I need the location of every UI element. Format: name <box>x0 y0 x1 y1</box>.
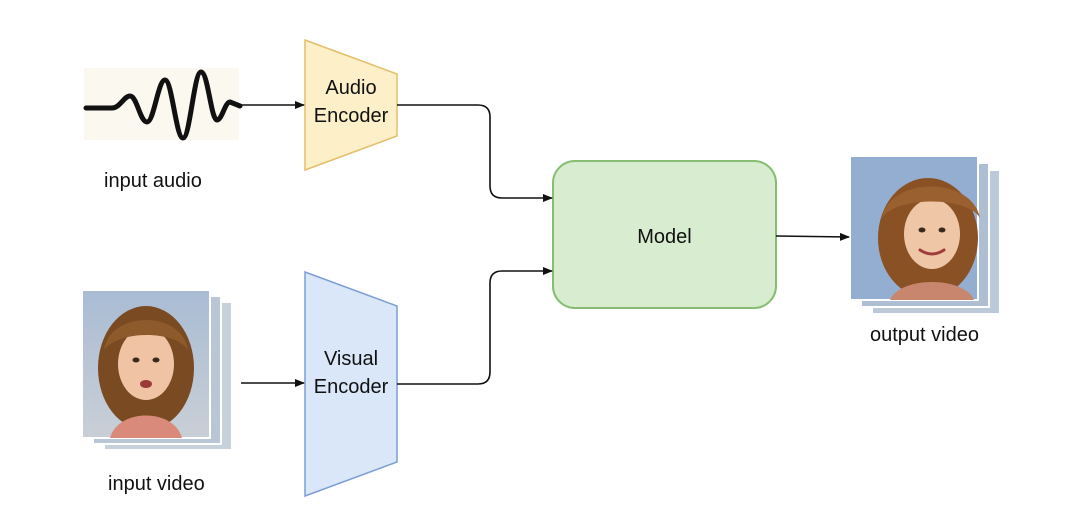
audio-waveform-icon <box>83 68 243 141</box>
audio-encoder-label-line1: Audio <box>325 77 377 99</box>
audio-encoder-block <box>304 38 398 172</box>
arrow-model-to-output <box>775 232 850 241</box>
visual-encoder-label-line2: Encoder <box>313 376 389 398</box>
model-block <box>552 160 777 309</box>
model-label: Model <box>637 226 692 248</box>
arrow-audio-encoder-to-model <box>397 104 553 202</box>
visual-encoder-label-line1: Visual <box>323 348 379 370</box>
output-video-frames-icon <box>849 155 1001 315</box>
audio-encoder-label: Audio Encoder <box>302 74 400 130</box>
output-video-label: output video <box>870 324 979 346</box>
arrow-visual-encoder-to-model <box>397 267 553 385</box>
input-audio-label: input audio <box>104 170 202 192</box>
input-video-label: input video <box>108 473 205 495</box>
audio-encoder-label-line2: Encoder <box>313 105 389 127</box>
input-video-frames-icon <box>81 289 233 451</box>
visual-encoder-block <box>304 270 398 498</box>
visual-encoder-label: Visual Encoder <box>302 345 400 401</box>
